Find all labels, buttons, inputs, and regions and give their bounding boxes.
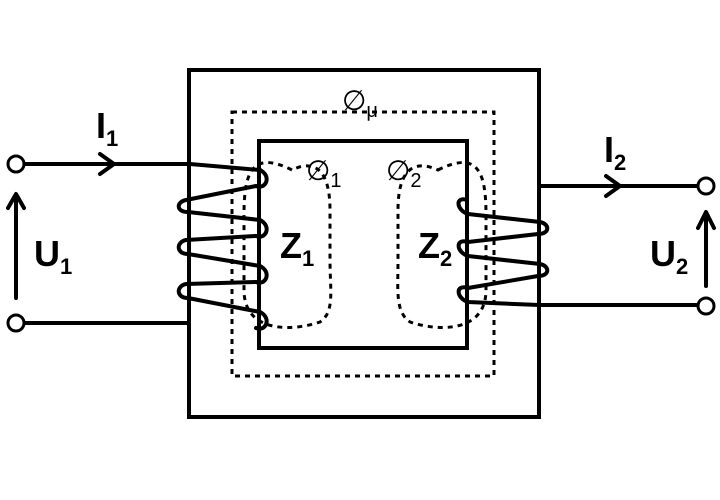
- label-i2: I2: [604, 129, 626, 175]
- primary-terminal-bottom: [6, 313, 26, 333]
- mutual-flux-path: [230, 110, 496, 378]
- label-z2: Z2: [418, 225, 452, 271]
- label-phi-mu: ∅μ: [342, 85, 378, 122]
- label-u2: U2: [650, 233, 688, 279]
- secondary-winding: [456, 197, 550, 307]
- leakage-flux-2-path: [396, 161, 488, 329]
- label-u1: U1: [34, 233, 72, 279]
- primary-winding: [176, 168, 269, 331]
- core-window: [257, 139, 469, 350]
- core-outer: [187, 68, 541, 419]
- secondary-terminal-top: [696, 176, 716, 196]
- i2-arrow: [604, 174, 622, 198]
- label-phi2: ∅2: [386, 155, 422, 192]
- u2-arrow: [696, 210, 716, 288]
- label-phi1: ∅1: [306, 155, 342, 192]
- u1-arrow: [6, 192, 26, 300]
- primary-terminal-top: [6, 154, 26, 174]
- label-i1: I1: [96, 105, 118, 151]
- i1-arrow: [98, 152, 116, 176]
- secondary-terminal-bottom: [696, 296, 716, 316]
- label-z1: Z1: [280, 225, 314, 271]
- leakage-flux-1-path: [242, 161, 333, 329]
- primary-top-wire: [20, 162, 262, 172]
